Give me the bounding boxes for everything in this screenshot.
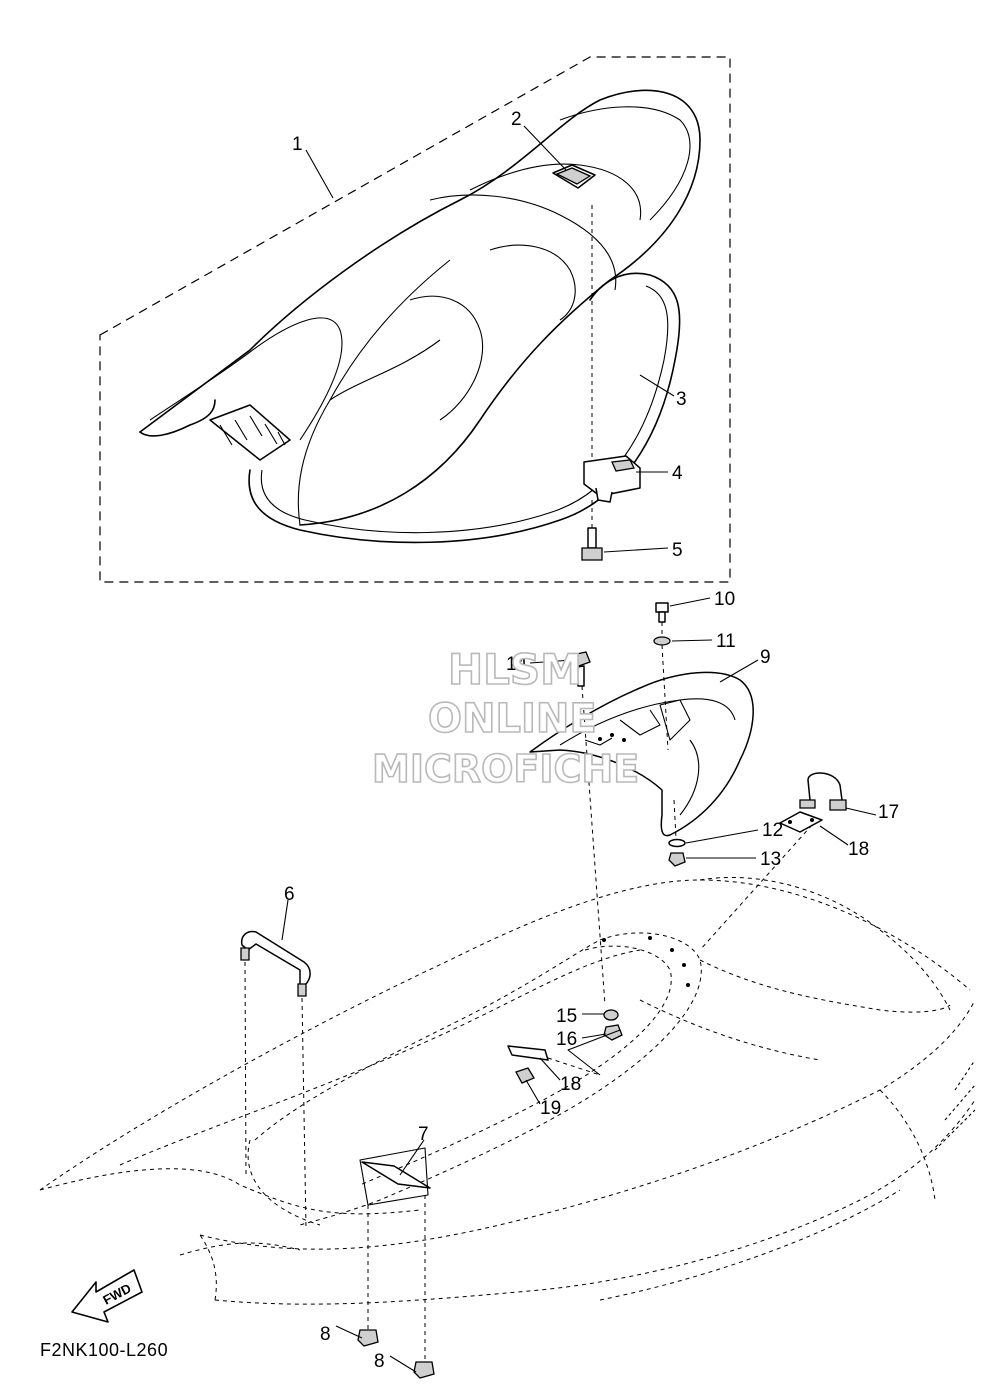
callout-18a: 18 [848,839,869,860]
watermark-line-2: ONLINE [428,696,597,742]
latch-parts [699,772,847,951]
callout-8a: 8 [320,1324,331,1345]
callout-5: 5 [672,540,683,561]
diagram-code: F2NK100-L260 [40,1340,168,1360]
watermark: HLSM ONLINE MICROFICHE [371,644,640,792]
callout-19: 19 [540,1098,561,1119]
callout-18b: 18 [560,1074,581,1095]
callout-2: 2 [511,109,522,130]
watermark-line-3: MICROFICHE [372,747,639,791]
callout-16: 16 [556,1029,577,1050]
seat-lock-frame [529,671,754,837]
grab-handle [240,930,311,1229]
watermark-line-1: HLSM [448,645,582,694]
seat-assembly [139,89,701,544]
frame-fasteners [653,602,686,867]
seat-assembly-boundary [99,56,731,583]
leader-lines [281,125,877,1373]
callout-8b: 8 [374,1351,385,1372]
callout-10: 10 [714,589,735,610]
deck-stay-parts [507,1029,621,1084]
callout-3: 3 [676,389,687,410]
callout-13: 13 [760,849,781,870]
callout-14: 14 [506,654,528,675]
callout-6: 6 [284,884,295,905]
callout-9: 9 [760,647,771,668]
callout-11: 11 [716,631,736,652]
callout-1: 1 [292,134,303,155]
callout-15: 15 [556,1006,577,1027]
fwd-direction-arrow: FWD [71,1269,143,1323]
callout-labels: 1 2 3 4 5 6 7 8 8 9 10 11 12 13 14 15 16… [284,109,899,1372]
fwd-label: FWD [100,1281,133,1308]
hull-deck [39,877,976,1305]
callout-17: 17 [878,802,899,823]
seat-hook-parts [581,205,641,561]
callout-4: 4 [672,463,683,484]
mounting-plate [357,1147,435,1379]
callout-7: 7 [418,1124,429,1145]
callout-12: 12 [762,820,783,841]
